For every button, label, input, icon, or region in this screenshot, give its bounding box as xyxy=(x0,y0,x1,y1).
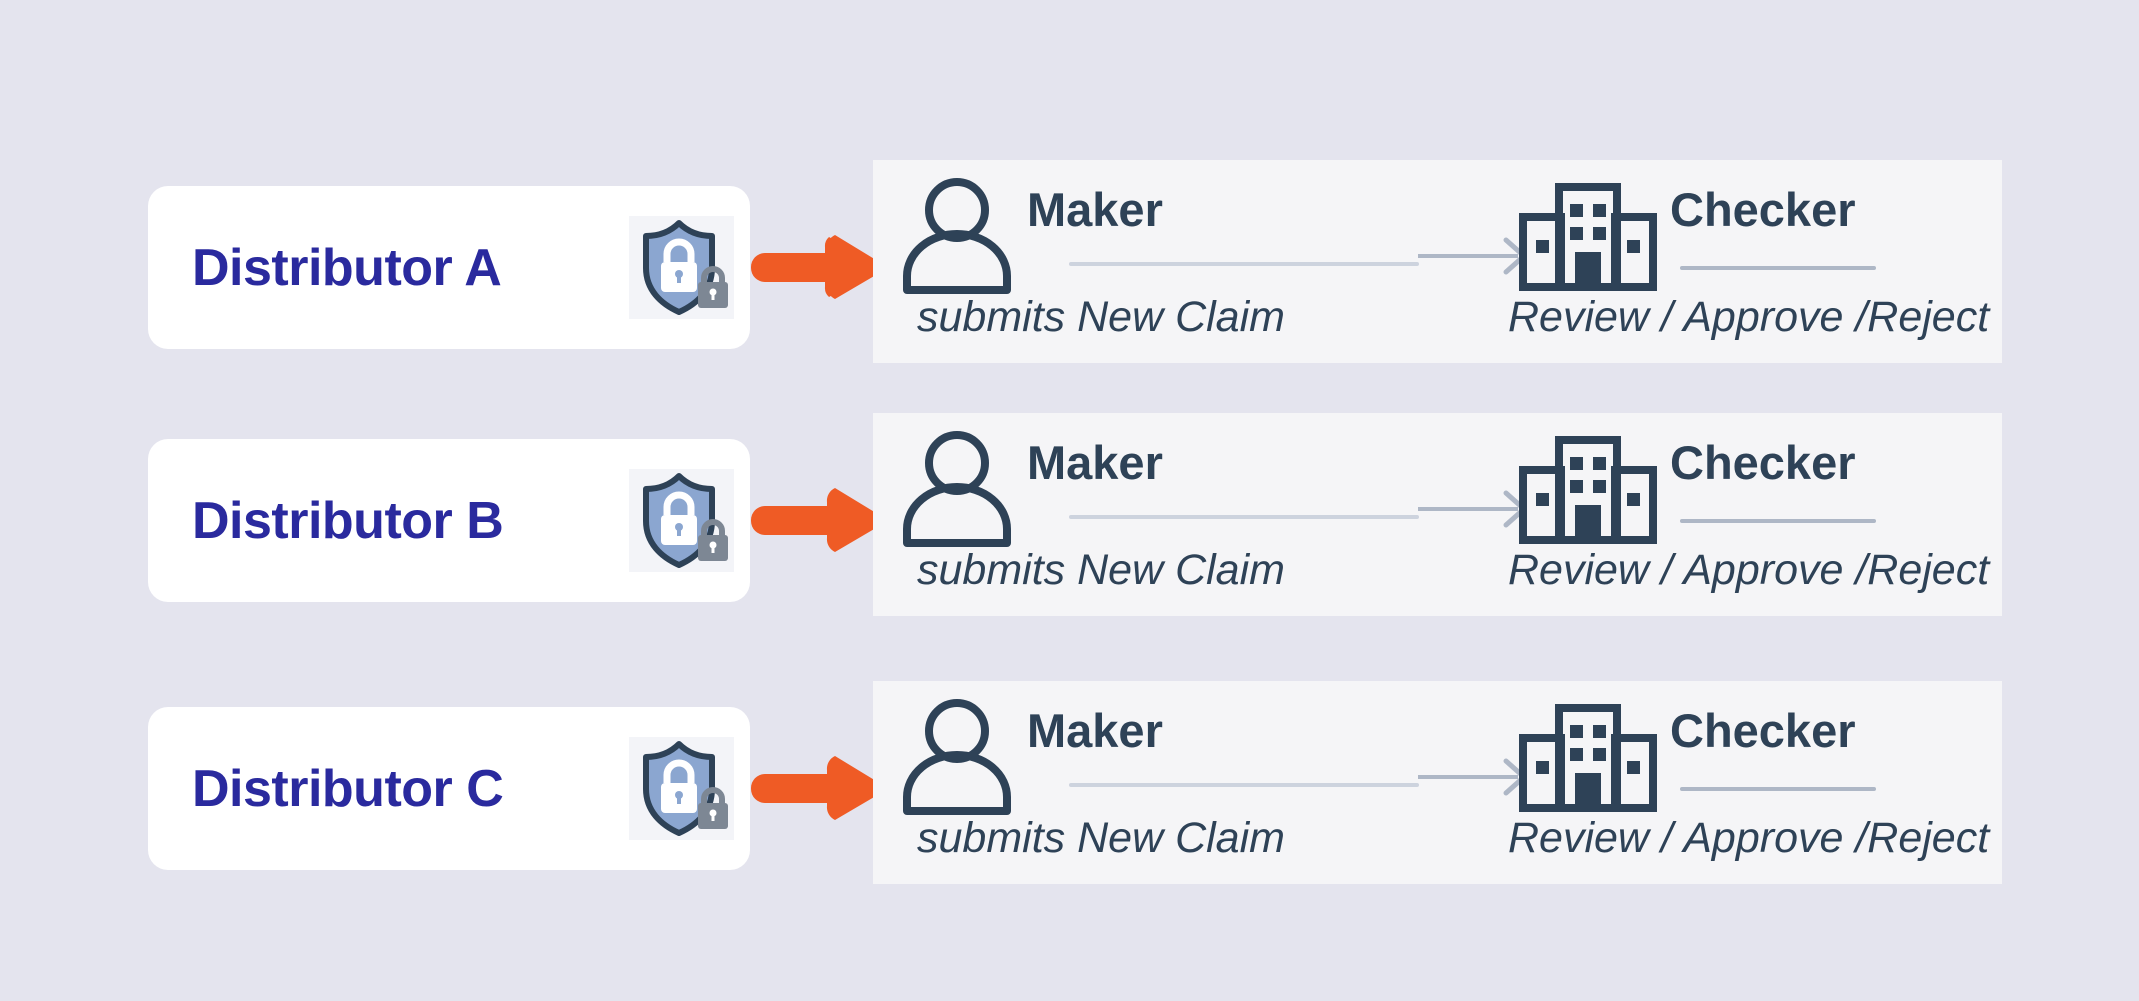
checker-underline xyxy=(1680,519,1876,523)
maker-underline xyxy=(1069,262,1419,266)
shield-lock-icon xyxy=(629,216,734,319)
building-icon xyxy=(1518,182,1658,292)
checker-underline xyxy=(1680,266,1876,270)
maker-underline xyxy=(1069,515,1419,519)
checker-block: Checker Review / Approve /Reject xyxy=(1508,174,1989,349)
checker-sub: Review / Approve /Reject xyxy=(1508,293,1990,341)
maker-name: Maker xyxy=(1027,183,1163,236)
checker-name: Checker xyxy=(1670,436,1856,489)
maker-block: Maker submits New Claim xyxy=(897,695,1419,870)
distributor-label: Distributor B xyxy=(192,491,504,550)
checker-sub: Review / Approve /Reject xyxy=(1508,546,1990,594)
checker-block: Checker Review / Approve /Reject xyxy=(1508,427,1989,602)
distributor-label: Distributor A xyxy=(192,238,502,297)
distributor-card[interactable]: Distributor C xyxy=(148,707,750,870)
distributor-row: Distributor C xyxy=(0,681,2139,938)
checker-block: Checker Review / Approve /Reject xyxy=(1508,695,1989,870)
orange-right-arrow-icon xyxy=(751,229,887,305)
maker-name: Maker xyxy=(1027,436,1163,489)
checker-name: Checker xyxy=(1670,183,1856,236)
maker-block: Maker submits New Claim xyxy=(897,427,1419,602)
maker-name: Maker xyxy=(1027,704,1163,757)
maker-sub: submits New Claim xyxy=(917,814,1285,862)
person-icon xyxy=(897,429,1017,547)
distributor-card[interactable]: Distributor A xyxy=(148,186,750,349)
distributor-card[interactable]: Distributor B xyxy=(148,439,750,602)
checker-underline xyxy=(1680,787,1876,791)
distributor-row: Distributor B xyxy=(0,413,2139,670)
flow-panel: Maker submits New Claim xyxy=(873,681,2002,884)
flow-panel: Maker submits New Claim xyxy=(873,160,2002,363)
building-icon xyxy=(1518,435,1658,545)
orange-right-arrow-icon xyxy=(751,750,887,826)
flow-panel: Maker submits New Claim xyxy=(873,413,2002,616)
maker-underline xyxy=(1069,783,1419,787)
orange-right-arrow-icon xyxy=(751,482,887,558)
shield-lock-icon xyxy=(629,737,734,840)
distributor-label: Distributor C xyxy=(192,759,504,818)
shield-lock-icon xyxy=(629,469,734,572)
checker-sub: Review / Approve /Reject xyxy=(1508,814,1990,862)
person-icon xyxy=(897,697,1017,815)
building-icon xyxy=(1518,703,1658,813)
maker-sub: submits New Claim xyxy=(917,293,1285,341)
maker-sub: submits New Claim xyxy=(917,546,1285,594)
checker-name: Checker xyxy=(1670,704,1856,757)
distributor-row: Distributor A xyxy=(0,160,2139,417)
person-icon xyxy=(897,176,1017,294)
maker-block: Maker submits New Claim xyxy=(897,174,1419,349)
